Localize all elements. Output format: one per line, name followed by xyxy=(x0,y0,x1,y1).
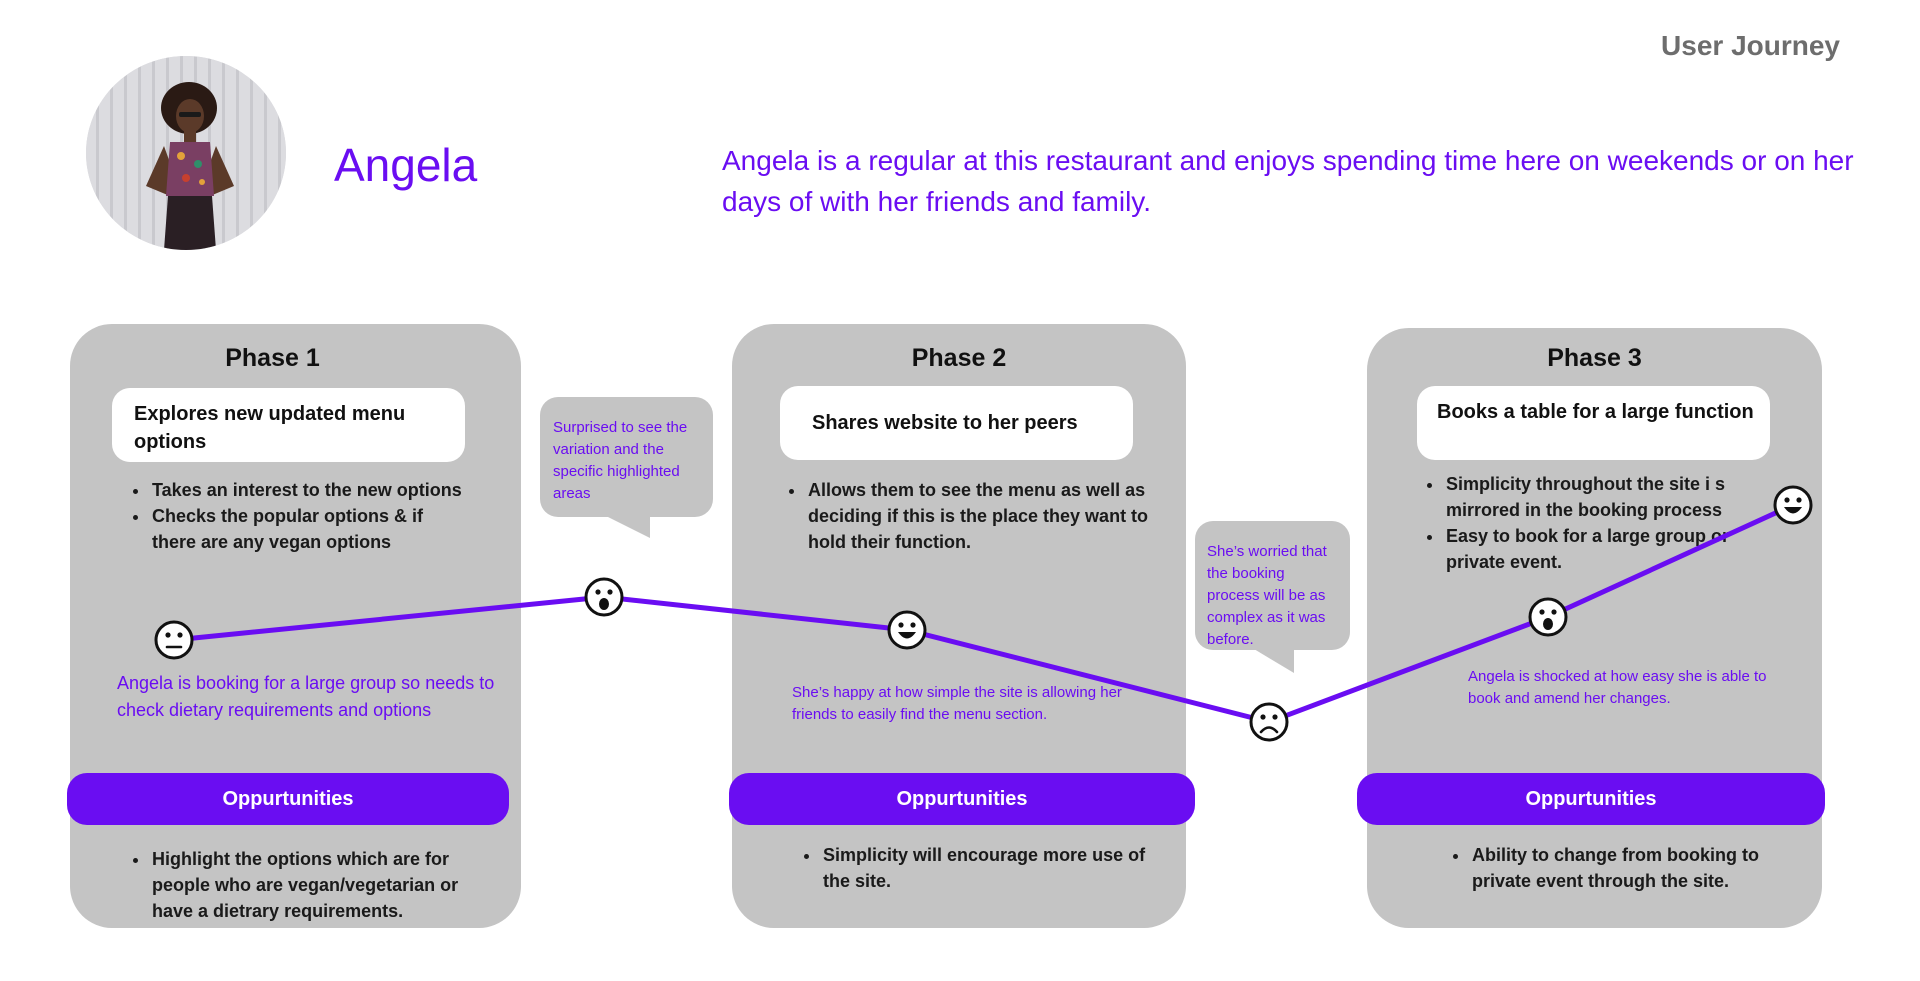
phase-2-bullets: Allows them to see the menu as well as d… xyxy=(782,477,1156,555)
list-item: Easy to book for a large group or privat… xyxy=(1444,523,1774,575)
phase-3-opportunities-header: Oppurtunities xyxy=(1357,773,1825,825)
bubble-tail xyxy=(606,516,650,538)
phase-1-opportunities-header: Oppurtunities xyxy=(67,773,509,825)
page-title: User Journey xyxy=(1661,30,1840,61)
persona-photo-illustration xyxy=(86,56,286,250)
phase-1-opportunities: Highlight the options which are for peop… xyxy=(126,846,480,924)
list-item: Allows them to see the menu as well as d… xyxy=(806,477,1156,555)
phase-1-step: Explores new updated menu options xyxy=(112,388,465,462)
phase-3-step: Books a table for a large function xyxy=(1417,386,1770,460)
phase-3-title: Phase 3 xyxy=(1547,344,1642,372)
phase-2-step: Shares website to her peers xyxy=(780,386,1133,460)
persona-avatar xyxy=(86,56,286,250)
phase-1-bullets: Takes an interest to the new options Che… xyxy=(126,477,470,555)
list-item: Simplicity will encourage more use of th… xyxy=(821,842,1151,894)
bubble-tail xyxy=(1254,649,1294,673)
phase-1-emotion-note: Angela is booking for a large group so n… xyxy=(117,673,495,720)
persona-description: Angela is a regular at this restaurant a… xyxy=(722,145,1854,217)
surprised-face-icon xyxy=(584,577,624,617)
phase-2-opportunities-header: Oppurtunities xyxy=(729,773,1195,825)
persona-name: Angela xyxy=(334,139,478,191)
phase-3-opportunities: Ability to change from booking to privat… xyxy=(1446,842,1800,894)
phase-3-emotion-note: Angela is shocked at how easy she is abl… xyxy=(1468,668,1767,707)
sad-face-icon xyxy=(1249,702,1289,742)
list-item: Simplicity throughout the site i s mirro… xyxy=(1444,471,1774,523)
phase-2-emotion-note: She’s happy at how simple the site is al… xyxy=(792,684,1122,723)
phase-1-title: Phase 1 xyxy=(225,344,320,372)
emotion-bubble-worried: She’s worried that the booking process w… xyxy=(1195,521,1350,650)
list-item: Ability to change from booking to privat… xyxy=(1470,842,1800,894)
phase-2-title: Phase 2 xyxy=(911,344,1007,372)
list-item: Highlight the options which are for peop… xyxy=(150,846,480,924)
list-item: Takes an interest to the new options xyxy=(150,477,470,503)
emotion-bubble-surprised: Surprised to see the variation and the s… xyxy=(540,397,713,517)
phase-3-bullets: Simplicity throughout the site i s mirro… xyxy=(1420,471,1774,575)
list-item: Checks the popular options & if there ar… xyxy=(150,503,470,555)
phase-2-opportunities: Simplicity will encourage more use of th… xyxy=(797,842,1151,894)
